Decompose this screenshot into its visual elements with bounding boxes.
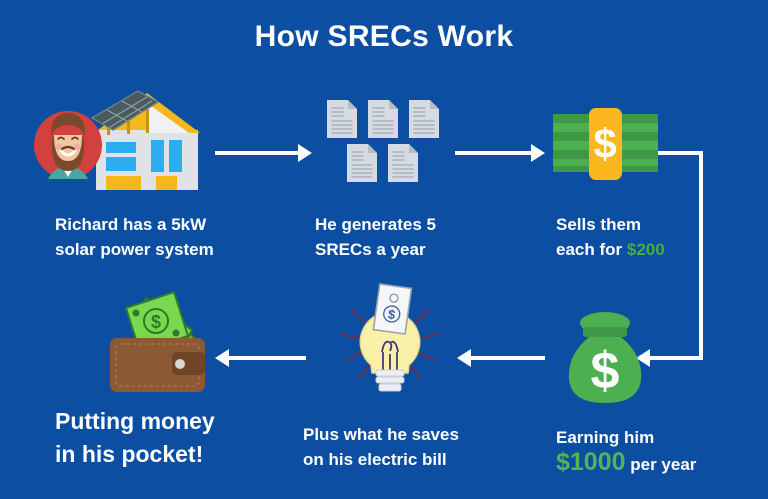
step-3-amount: $200 xyxy=(626,240,665,259)
step-5-caption: Plus what he saves on his electric bill xyxy=(303,422,459,472)
step-4-caption: Earning him $1000 per year xyxy=(556,425,696,477)
svg-text:$: $ xyxy=(387,307,397,323)
money-bag-icon: $ xyxy=(565,310,645,405)
step-5-line-1: Plus what he saves xyxy=(303,425,459,444)
step-3-line-2-prefix: each for xyxy=(556,240,627,259)
step-6-caption: Putting money in his pocket! xyxy=(55,405,215,471)
step-4-line-1: Earning him xyxy=(556,428,655,447)
arrow-shaft-vertical xyxy=(699,151,703,360)
arrow-head xyxy=(636,349,650,367)
step-6-line-2: in his pocket! xyxy=(55,441,204,467)
step-4-line-2: $1000 per year xyxy=(556,450,696,477)
step-2-line-2: SRECs a year xyxy=(315,240,426,259)
page-title: How SRECs Work xyxy=(254,20,514,53)
solar-house-icon xyxy=(90,90,200,190)
wallet-with-cash-icon: $ xyxy=(100,288,225,393)
svg-text:$: $ xyxy=(591,342,620,400)
step-3-line-2: each for $200 xyxy=(556,237,665,262)
arrow-head xyxy=(215,349,229,367)
step-4-amount: $1000 xyxy=(556,448,626,476)
five-documents-icon xyxy=(325,99,445,185)
arrow-shaft xyxy=(215,151,300,155)
step-2-line-1: He generates 5 xyxy=(315,215,436,234)
arrow-shaft-horizontal-bottom xyxy=(649,356,703,360)
step-1-line-1: Richard has a 5kW xyxy=(55,215,207,234)
arrow-head xyxy=(457,349,471,367)
person-avatar-and-solar-house-icon xyxy=(34,85,224,195)
richard-avatar-icon xyxy=(34,111,102,179)
arrow-shaft-horizontal-top xyxy=(658,151,703,155)
step-3-caption: Sells them each for $200 xyxy=(556,212,665,262)
arrow-head xyxy=(298,144,312,162)
arrow-shaft xyxy=(455,151,533,155)
svg-text:$: $ xyxy=(151,312,161,332)
step-4-line-2-suffix: per year xyxy=(625,455,697,474)
arrow-shaft xyxy=(470,356,545,360)
step-2-caption: He generates 5 SRECs a year xyxy=(315,212,436,262)
step-1-line-2: solar power system xyxy=(55,240,214,259)
step-3-line-1: Sells them xyxy=(556,215,642,234)
step-5-line-2: on his electric bill xyxy=(303,450,447,469)
arrow-shaft xyxy=(228,356,306,360)
arrow-head xyxy=(531,144,545,162)
cash-stack-icon: $ xyxy=(553,108,658,183)
svg-text:$: $ xyxy=(593,120,616,167)
step-1-caption: Richard has a 5kW solar power system xyxy=(55,212,214,262)
lightbulb-with-dollar-bill-icon: $ xyxy=(330,283,450,402)
step-6-line-1: Putting money xyxy=(55,408,215,434)
